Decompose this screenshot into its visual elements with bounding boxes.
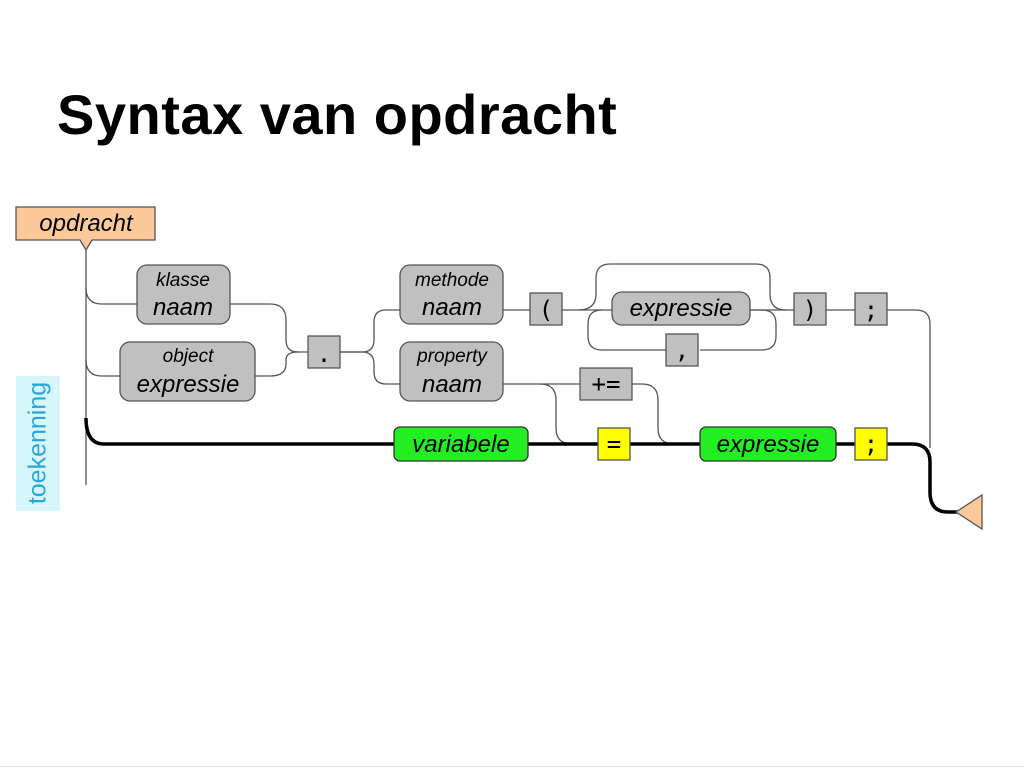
expressie-args-label: expressie xyxy=(630,295,733,322)
plus-assign-label: += xyxy=(592,370,621,398)
object-label: object xyxy=(163,346,214,367)
nonterminal-klasse-naam: klasse naam xyxy=(136,264,231,325)
open-paren-label: ( xyxy=(539,296,553,324)
nonterminal-variabele: variabele xyxy=(393,426,529,462)
terminal-open-paren: ( xyxy=(529,292,563,326)
assign-label: = xyxy=(607,430,621,458)
semicolon-upper-label: ; xyxy=(864,296,878,324)
nonterminal-property-naam: property naam xyxy=(399,341,504,402)
methode-naam-label: naam xyxy=(422,294,482,321)
end-node xyxy=(954,493,983,531)
thick-rails xyxy=(84,417,958,514)
klasse-naam-label: naam xyxy=(153,294,213,321)
comma-label: , xyxy=(675,336,689,364)
toekenning-label-box: toekenning xyxy=(16,376,60,511)
klasse-label: klasse xyxy=(156,270,210,291)
nonterminal-object-expressie: object expressie xyxy=(119,341,256,402)
object-expressie-label: expressie xyxy=(137,371,240,398)
terminal-semicolon-lower: ; xyxy=(854,427,888,461)
expressie-value-label: expressie xyxy=(717,431,820,458)
terminal-assign: = xyxy=(597,427,631,461)
start-node-label: opdracht xyxy=(39,210,134,237)
close-paren-label: ) xyxy=(803,296,817,324)
terminal-close-paren: ) xyxy=(793,292,827,326)
methode-label: methode xyxy=(415,270,489,291)
nonterminal-expressie-value: expressie xyxy=(699,426,837,462)
start-node-opdracht: opdracht xyxy=(15,206,156,252)
terminal-dot: . xyxy=(307,335,341,369)
page-title: Syntax van opdracht xyxy=(57,83,618,146)
nonterminal-methode-naam: methode naam xyxy=(399,264,504,325)
dot-label: . xyxy=(317,340,331,368)
terminal-plus-assign: += xyxy=(579,367,633,401)
terminal-comma: , xyxy=(665,333,699,367)
footer-divider xyxy=(0,766,1024,767)
terminal-semicolon-upper: ; xyxy=(854,292,888,326)
semicolon-lower-label: ; xyxy=(864,430,878,458)
property-naam-label: naam xyxy=(422,371,482,398)
variabele-label: variabele xyxy=(412,431,509,458)
property-label: property xyxy=(416,346,488,367)
nonterminal-expressie-args: expressie xyxy=(611,291,751,326)
